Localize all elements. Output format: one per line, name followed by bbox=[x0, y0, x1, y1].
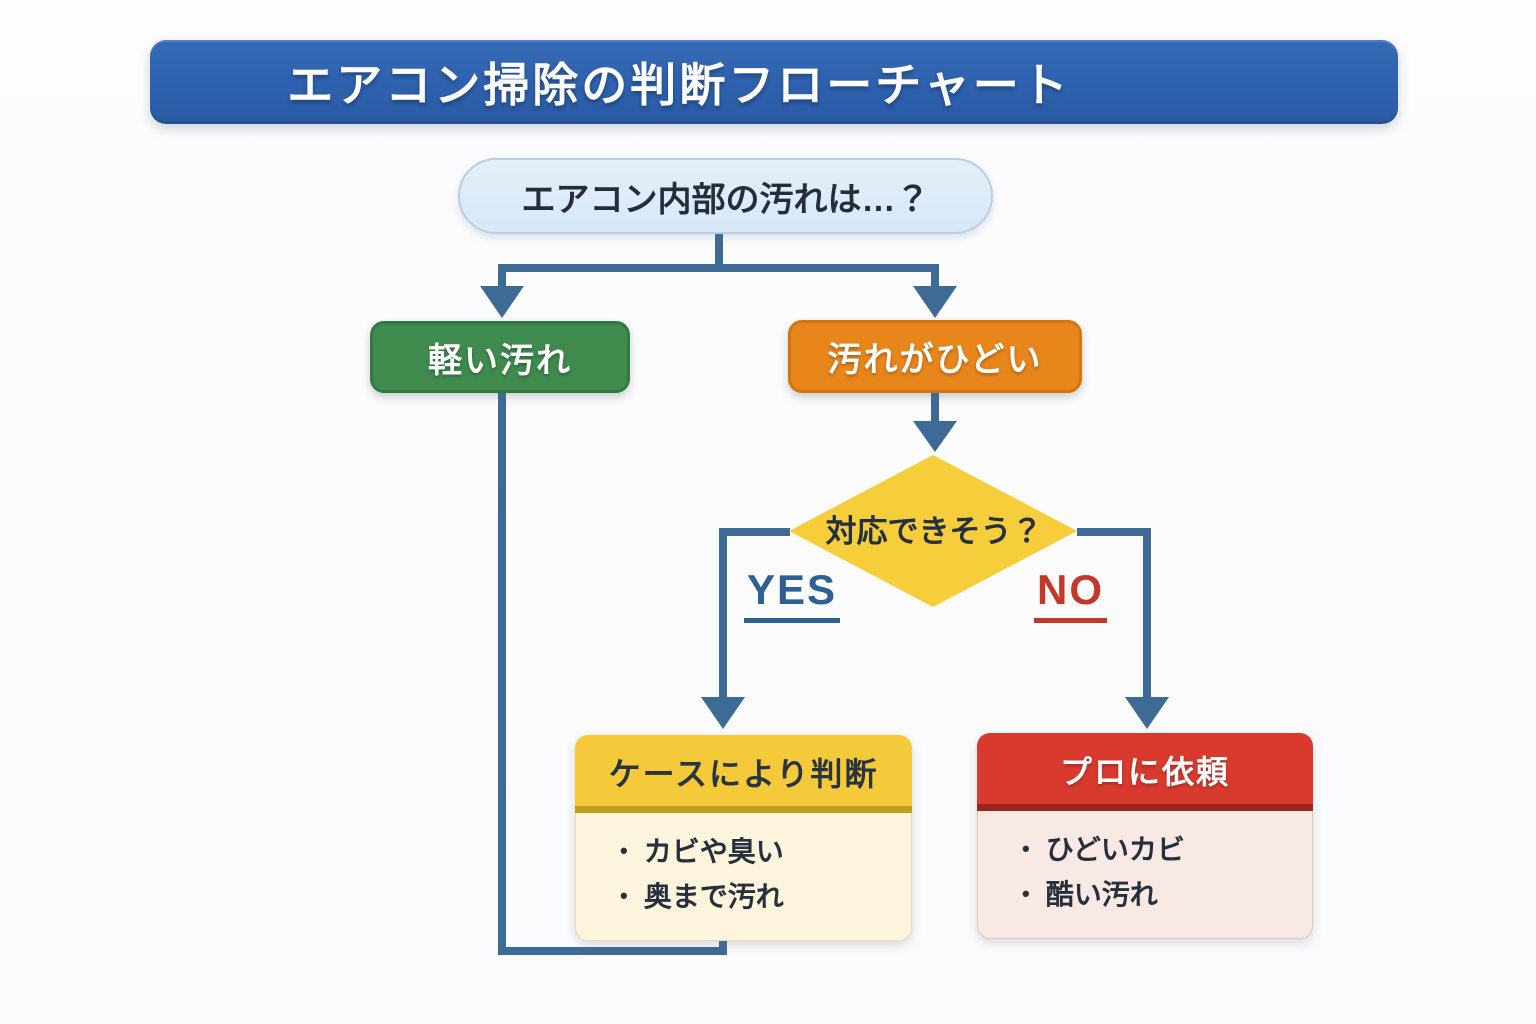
connector-no-branch bbox=[1077, 528, 1151, 698]
decision-node-label: 対応できそう？ bbox=[825, 514, 1043, 549]
title-banner: エアコン掃除の判断フローチャート bbox=[150, 40, 1398, 124]
no-label: NO bbox=[1034, 566, 1107, 623]
list-item: 酷い汚れ bbox=[1022, 872, 1302, 917]
arrowhead-to-heavy bbox=[913, 286, 957, 318]
branch-heavy-dirt-label: 汚れがひどい bbox=[827, 341, 1043, 379]
case-item-list: カビや臭い 奥まで汚れ bbox=[620, 829, 901, 920]
list-item: 奥まで汚れ bbox=[620, 874, 901, 919]
connector-yes-branch bbox=[719, 528, 790, 698]
arrowhead-to-case bbox=[701, 697, 745, 729]
result-card-hire-pro: プロに依頼 ひどいカビ 酷い汚れ bbox=[977, 733, 1313, 939]
arrowhead-to-pro bbox=[1125, 697, 1169, 729]
result-card-case-judgement: ケースにより判断 カビや臭い 奥まで汚れ bbox=[575, 735, 912, 941]
arrowhead-to-decision bbox=[913, 421, 957, 452]
result-card-pro-body: ひどいカビ 酷い汚れ bbox=[977, 811, 1313, 939]
branch-heavy-dirt: 汚れがひどい bbox=[788, 320, 1082, 393]
start-node: エアコン内部の汚れは…？ bbox=[458, 158, 993, 234]
yes-label: YES bbox=[744, 566, 841, 623]
list-item: カビや臭い bbox=[620, 829, 901, 874]
pro-item-list: ひどいカビ 酷い汚れ bbox=[1022, 827, 1302, 918]
connector-split-bar bbox=[498, 264, 939, 288]
arrowhead-to-light bbox=[480, 286, 524, 318]
result-card-pro-title: プロに依頼 bbox=[977, 733, 1313, 811]
list-item: ひどいカビ bbox=[1022, 827, 1302, 872]
decision-diamond-shape bbox=[789, 455, 1077, 607]
result-card-case-title: ケースにより判断 bbox=[575, 735, 912, 813]
page-title: エアコン掃除の判断フローチャート bbox=[287, 59, 1071, 111]
start-node-label: エアコン内部の汚れは…？ bbox=[521, 180, 930, 219]
branch-light-dirt-label: 軽い汚れ bbox=[428, 341, 572, 380]
result-card-case-body: カビや臭い 奥まで汚れ bbox=[575, 813, 912, 941]
branch-light-dirt: 軽い汚れ bbox=[370, 321, 630, 393]
